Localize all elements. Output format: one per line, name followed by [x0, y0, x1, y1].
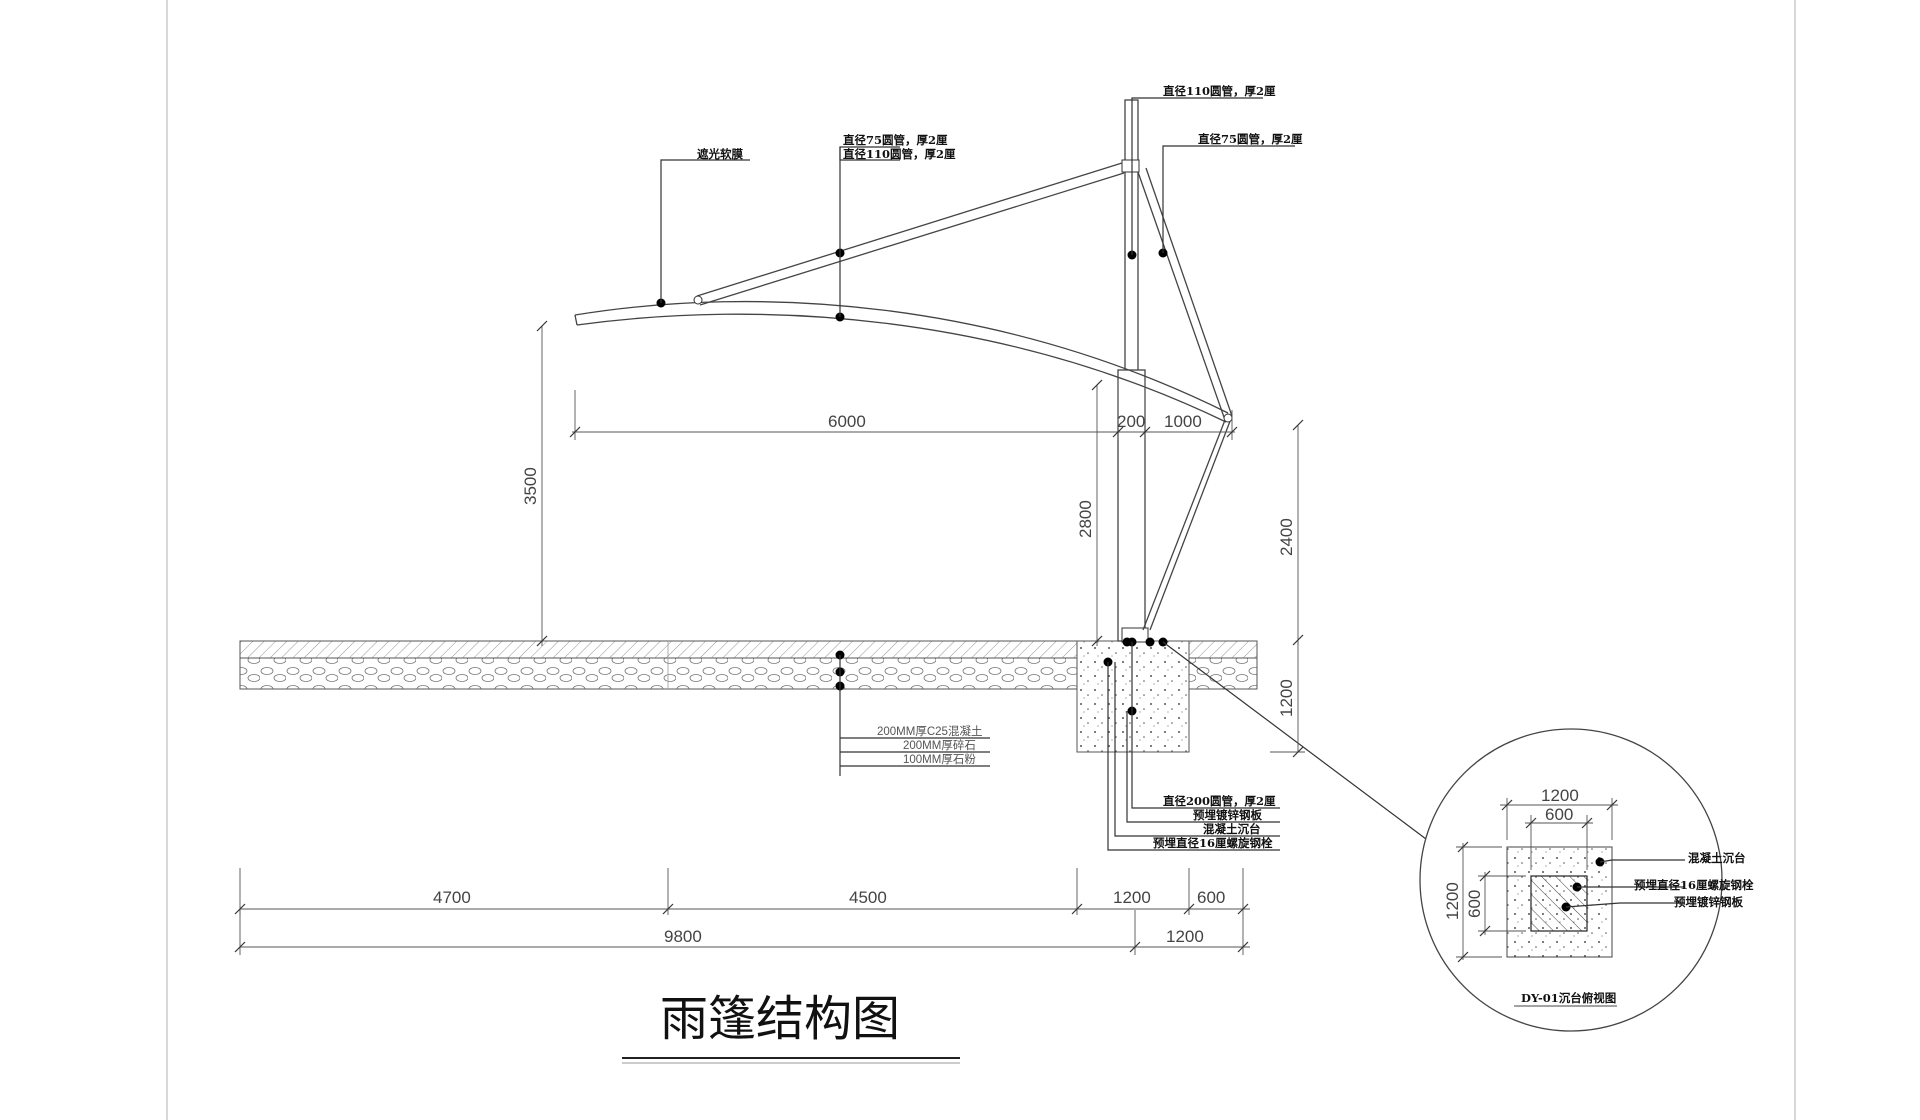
dim-overhang-1000: 1000 — [1164, 412, 1202, 431]
callout-layer-gravel: 200MM厚碎石 — [903, 738, 976, 752]
dimension-lines — [239, 326, 1305, 955]
upper-rafter — [693, 162, 1125, 306]
dim-post-200: 200 — [1117, 412, 1145, 431]
callout-pipe110-top: 直径110圆管，厚2厘 — [1163, 84, 1276, 98]
dim-bottom-4700: 4700 — [433, 888, 471, 907]
callout-embedded-plate: 预埋镀锌钢板 — [1193, 808, 1262, 822]
callout-pipe200: 直径200圆管，厚2厘 — [1163, 794, 1276, 808]
dimension-ticks — [234, 320, 1304, 953]
dim-bottom-1200a: 1200 — [1113, 888, 1151, 907]
detail-dim-600-v: 600 — [1465, 890, 1484, 918]
leader-lines — [660, 97, 1431, 851]
detail-label-bolt: 预埋直径16厘螺旋钢栓 — [1634, 878, 1754, 892]
detail-dim-600-h: 600 — [1545, 805, 1573, 824]
callout-pipe75-right: 直径75圆管，厚2厘 — [1198, 132, 1303, 146]
dim-bottom-1200b: 1200 — [1166, 927, 1204, 946]
detail-label-pit: 混凝土沉台 — [1688, 851, 1746, 865]
detail-caption: DY-01沉台俯视图 — [1521, 991, 1616, 1005]
callout-pipe75-left: 直径75圆管，厚2厘 — [843, 133, 948, 147]
ground-section — [239, 640, 1258, 753]
dim-bottom-600: 600 — [1197, 888, 1225, 907]
dim-height-3500: 3500 — [521, 467, 540, 505]
callout-embedded-bolt: 预埋直径16厘螺旋钢栓 — [1153, 836, 1273, 850]
drawing-title: 雨篷结构图 — [660, 991, 900, 1047]
callout-pipe110-left: 直径110圆管，厚2厘 — [843, 147, 956, 161]
dim-depth-1200: 1200 — [1277, 679, 1296, 717]
dim-height-2800: 2800 — [1076, 500, 1095, 538]
dim-height-2400: 2400 — [1277, 518, 1296, 556]
canopy-arc — [574, 300, 1229, 423]
detail-label-plate: 预埋镀锌钢板 — [1674, 895, 1743, 909]
back-brace — [1137, 167, 1233, 631]
callout-layer-concrete: 200MM厚C25混凝土 — [877, 724, 982, 738]
callout-layer-stonepowder: 100MM厚石粉 — [903, 753, 976, 766]
dim-bottom-4500: 4500 — [849, 888, 887, 907]
detail-dim-1200-h: 1200 — [1541, 786, 1579, 805]
detail-plan-view — [1419, 728, 1723, 1032]
detail-dim-1200-v: 1200 — [1443, 882, 1462, 920]
callout-membrane: 遮光软膜 — [697, 147, 743, 161]
dim-total-9800: 9800 — [664, 927, 702, 946]
dim-span-6000: 6000 — [828, 412, 866, 431]
callout-concrete-pit: 混凝土沉台 — [1203, 822, 1261, 836]
